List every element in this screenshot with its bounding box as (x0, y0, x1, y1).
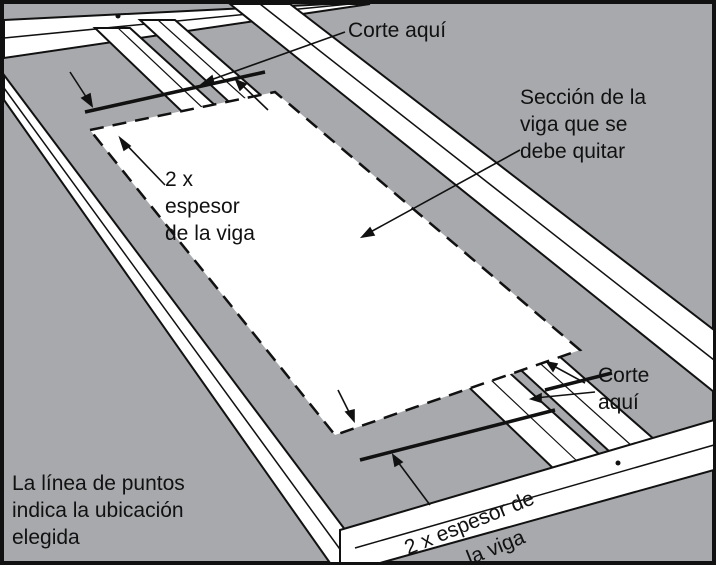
cut-line-top (84, 70, 266, 114)
label-thickness-left-2: espesor (165, 195, 240, 218)
right-joist (227, 3, 715, 395)
label-dotted-2: indica la ubicación (12, 499, 184, 522)
label-section-2: viga que se (520, 113, 627, 136)
header-beam-bottom (339, 418, 715, 564)
label-dotted-3: elegida (12, 526, 80, 549)
label-cut-top: Corte aquí (348, 19, 446, 42)
label-cut-bottom-1: Corte (598, 364, 649, 387)
label-section-3: debe quitar (520, 140, 625, 163)
label-cut-bottom-2: aquí (598, 391, 639, 414)
removal-section (90, 92, 580, 435)
label-section-1: Sección de la (520, 86, 646, 109)
dimension-arrows (69, 31, 596, 506)
dotted-selection-line (89, 90, 583, 437)
left-joist (3, 72, 372, 564)
label-thickness-left-3: de la viga (165, 222, 255, 245)
label-dotted-1: La línea de puntos (12, 472, 185, 495)
label-thickness-left-1: 2 x (165, 168, 194, 191)
cut-line-bottom-b (544, 371, 613, 392)
cut-line-bottom-a (359, 408, 556, 462)
